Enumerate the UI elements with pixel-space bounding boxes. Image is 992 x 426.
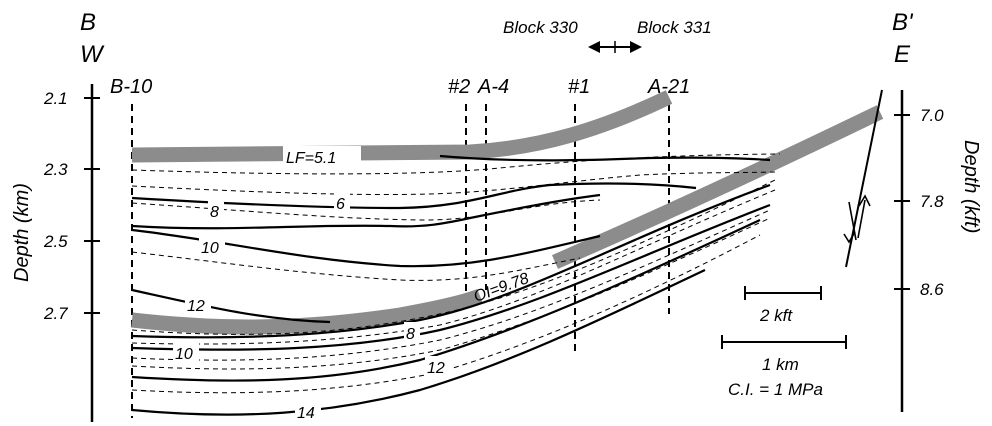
right-tick-label: 7.0 <box>920 106 944 125</box>
block-right-label: Block 331 <box>637 18 712 37</box>
well-label: A-21 <box>647 76 690 98</box>
upper-horizon-label: LF=5.1 <box>286 150 336 167</box>
left-tick-label: 2.1 <box>43 89 68 108</box>
block-boundary: Block 330 Block 331 <box>503 18 712 53</box>
well-label: B-10 <box>110 76 152 98</box>
contour-label: 14 <box>297 405 315 422</box>
well-label: #2 <box>448 76 470 98</box>
scale-kft-label: 2 kft <box>759 306 793 325</box>
contour-label: 8 <box>406 326 415 343</box>
contour-label: 8 <box>210 204 219 221</box>
block-left-label: Block 330 <box>503 18 578 37</box>
contour-label: 10 <box>201 240 219 257</box>
well-label: A-4 <box>477 76 509 98</box>
right-depth-axis: 7.0 7.8 8.6 Depth (kft) <box>894 90 982 412</box>
section-end-direction: E <box>894 41 911 68</box>
contour-label: 12 <box>187 298 205 315</box>
scale-bars: 2 kft 1 km C.I. = 1 MPa <box>721 286 847 399</box>
right-axis-title: Depth (kft) <box>960 140 982 233</box>
right-tick-label: 7.8 <box>920 192 944 211</box>
contour-interval-label: C.I. = 1 MPa <box>728 380 823 399</box>
left-axis-title: Depth (km) <box>11 183 33 282</box>
contour-label: 12 <box>427 360 445 377</box>
section-start-direction: W <box>80 41 105 68</box>
scale-km-label: 1 km <box>762 355 799 374</box>
wells: B-10 #2 A-4 #1 A-21 <box>110 76 690 418</box>
right-tick-label: 8.6 <box>920 280 944 299</box>
left-depth-axis: 2.1 2.3 2.5 2.7 Depth (km) <box>11 84 100 422</box>
section-end-letter: B' <box>892 9 914 36</box>
contour-label: 10 <box>175 346 193 363</box>
well-label: #1 <box>568 76 590 98</box>
left-tick-label: 2.3 <box>43 160 68 179</box>
dashed-contours <box>131 153 781 394</box>
contour-labels: 6 8 10 12 8 10 12 14 <box>173 192 451 422</box>
upper-horizon: LF=5.1 <box>131 90 673 168</box>
left-tick-label: 2.5 <box>43 232 68 251</box>
left-tick-label: 2.7 <box>43 304 68 323</box>
section-start-letter: B <box>80 9 96 36</box>
fault <box>843 89 883 268</box>
contour-label: 6 <box>336 196 345 213</box>
contour-lines <box>131 154 771 416</box>
